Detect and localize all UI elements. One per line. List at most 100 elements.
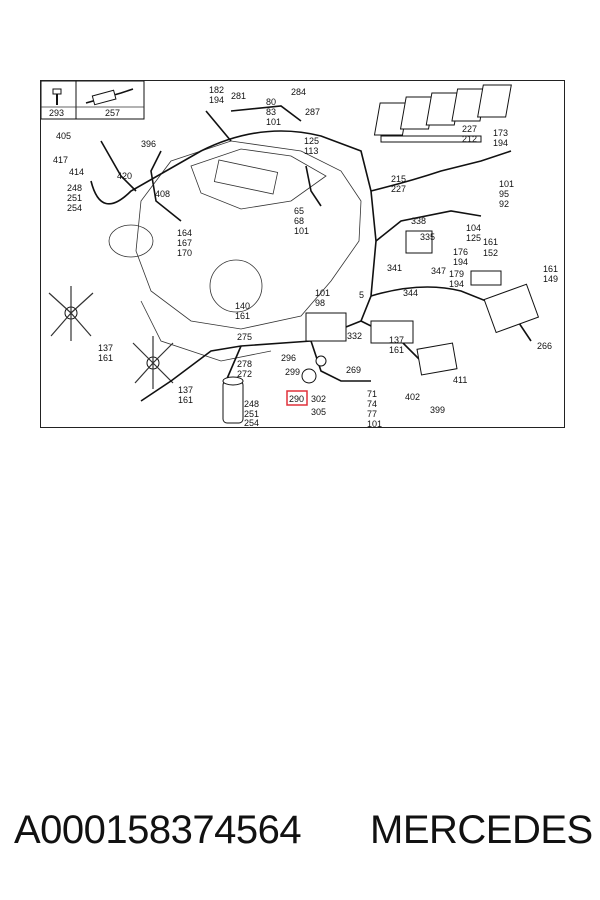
callout-281: 281 bbox=[231, 91, 246, 101]
callout-305: 305 bbox=[311, 407, 326, 417]
callout-113: 113 bbox=[304, 146, 318, 156]
callout-257: 257 bbox=[105, 108, 120, 118]
callout-194: 194 bbox=[209, 95, 224, 105]
callout-101: 101 bbox=[499, 179, 514, 189]
callout-149: 149 bbox=[543, 274, 558, 284]
callout-161: 161 bbox=[235, 311, 250, 321]
callout-248: 248 bbox=[244, 399, 259, 409]
callout-74: 74 bbox=[367, 399, 377, 409]
callout-335: 335 bbox=[420, 232, 435, 242]
callout-402: 402 bbox=[405, 392, 420, 402]
callout-411: 411 bbox=[453, 375, 467, 385]
callout-414: 414 bbox=[69, 167, 84, 177]
callout-272: 272 bbox=[237, 369, 252, 379]
callout-137: 137 bbox=[178, 385, 193, 395]
callout-68: 68 bbox=[294, 216, 304, 226]
callout-161: 161 bbox=[483, 237, 498, 247]
callout-125: 125 bbox=[466, 233, 481, 243]
callout-194: 194 bbox=[453, 257, 468, 267]
callout-248: 248 bbox=[67, 183, 82, 193]
part-number: A000158374564 bbox=[14, 808, 302, 852]
callout-101: 101 bbox=[367, 419, 382, 429]
callout-417: 417 bbox=[53, 155, 68, 165]
callout-341: 341 bbox=[387, 263, 402, 273]
callout-284: 284 bbox=[291, 87, 306, 97]
callout-176: 176 bbox=[453, 247, 468, 257]
oil-sensor bbox=[301, 355, 327, 384]
callout-83: 83 bbox=[266, 107, 276, 117]
callout-161: 161 bbox=[389, 345, 404, 355]
callout-77: 77 bbox=[367, 409, 377, 419]
wire-harness bbox=[90, 105, 532, 407]
callout-161: 161 bbox=[543, 264, 558, 274]
callout-179: 179 bbox=[449, 269, 464, 279]
callout-344: 344 bbox=[403, 288, 418, 298]
callout-140: 140 bbox=[235, 301, 250, 311]
callout-95: 95 bbox=[499, 189, 509, 199]
callout-405: 405 bbox=[56, 131, 71, 141]
callout-338: 338 bbox=[411, 216, 426, 226]
callout-92: 92 bbox=[499, 199, 509, 209]
highlight-box bbox=[286, 390, 308, 406]
callout-137: 137 bbox=[98, 343, 113, 353]
callout-287: 287 bbox=[305, 107, 320, 117]
callout-137: 137 bbox=[389, 335, 404, 345]
callout-251: 251 bbox=[244, 409, 259, 419]
callout-152: 152 bbox=[483, 248, 498, 258]
callout-212: 212 bbox=[462, 134, 477, 144]
brand-name: MERCEDES bbox=[370, 808, 593, 852]
callout-420: 420 bbox=[117, 171, 132, 181]
callout-125: 125 bbox=[304, 136, 319, 146]
callout-399: 399 bbox=[430, 405, 445, 415]
callout-182: 182 bbox=[209, 85, 224, 95]
fan-icon bbox=[132, 336, 174, 389]
callout-98: 98 bbox=[315, 298, 325, 308]
callout-254: 254 bbox=[67, 203, 82, 213]
callout-194: 194 bbox=[449, 279, 464, 289]
callout-251: 251 bbox=[67, 193, 82, 203]
filter-canister bbox=[222, 376, 244, 424]
callout-164: 164 bbox=[177, 228, 192, 238]
callout-161: 161 bbox=[98, 353, 113, 363]
callout-101: 101 bbox=[315, 288, 330, 298]
engine-block bbox=[108, 140, 362, 362]
callout-65: 65 bbox=[294, 206, 304, 216]
callout-227: 227 bbox=[462, 124, 477, 134]
callout-408: 408 bbox=[155, 189, 170, 199]
callout-293: 293 bbox=[49, 108, 64, 118]
callout-170: 170 bbox=[177, 248, 192, 258]
footer: A000158374564 MERCEDES bbox=[0, 800, 600, 870]
callout-161: 161 bbox=[178, 395, 193, 405]
callout-396: 396 bbox=[141, 139, 156, 149]
callout-167: 167 bbox=[177, 238, 192, 248]
callout-347: 347 bbox=[431, 266, 446, 276]
relay-bank bbox=[373, 84, 512, 143]
callout-71: 71 bbox=[367, 389, 377, 399]
callout-254: 254 bbox=[244, 418, 259, 428]
callout-302: 302 bbox=[311, 394, 326, 404]
callout-101: 101 bbox=[294, 226, 309, 236]
callout-227: 227 bbox=[391, 184, 406, 194]
callout-104: 104 bbox=[466, 223, 481, 233]
bolt-icon bbox=[52, 88, 62, 105]
callout-296: 296 bbox=[281, 353, 296, 363]
callout-269: 269 bbox=[346, 365, 361, 375]
callout-194: 194 bbox=[493, 138, 508, 148]
control-module bbox=[305, 230, 540, 376]
callout-278: 278 bbox=[237, 359, 252, 369]
callout-101: 101 bbox=[266, 117, 281, 127]
callout-215: 215 bbox=[391, 174, 406, 184]
callout-299: 299 bbox=[285, 367, 300, 377]
callout-275: 275 bbox=[237, 332, 252, 342]
callout-266: 266 bbox=[537, 341, 552, 351]
callout-173: 173 bbox=[493, 128, 508, 138]
fan-icon bbox=[48, 286, 94, 341]
callout-80: 80 bbox=[266, 97, 276, 107]
harness-connector-icon bbox=[85, 88, 134, 106]
callout-5: 5 bbox=[359, 290, 364, 300]
callout-332: 332 bbox=[347, 331, 362, 341]
callout-290: 290 bbox=[289, 394, 304, 404]
